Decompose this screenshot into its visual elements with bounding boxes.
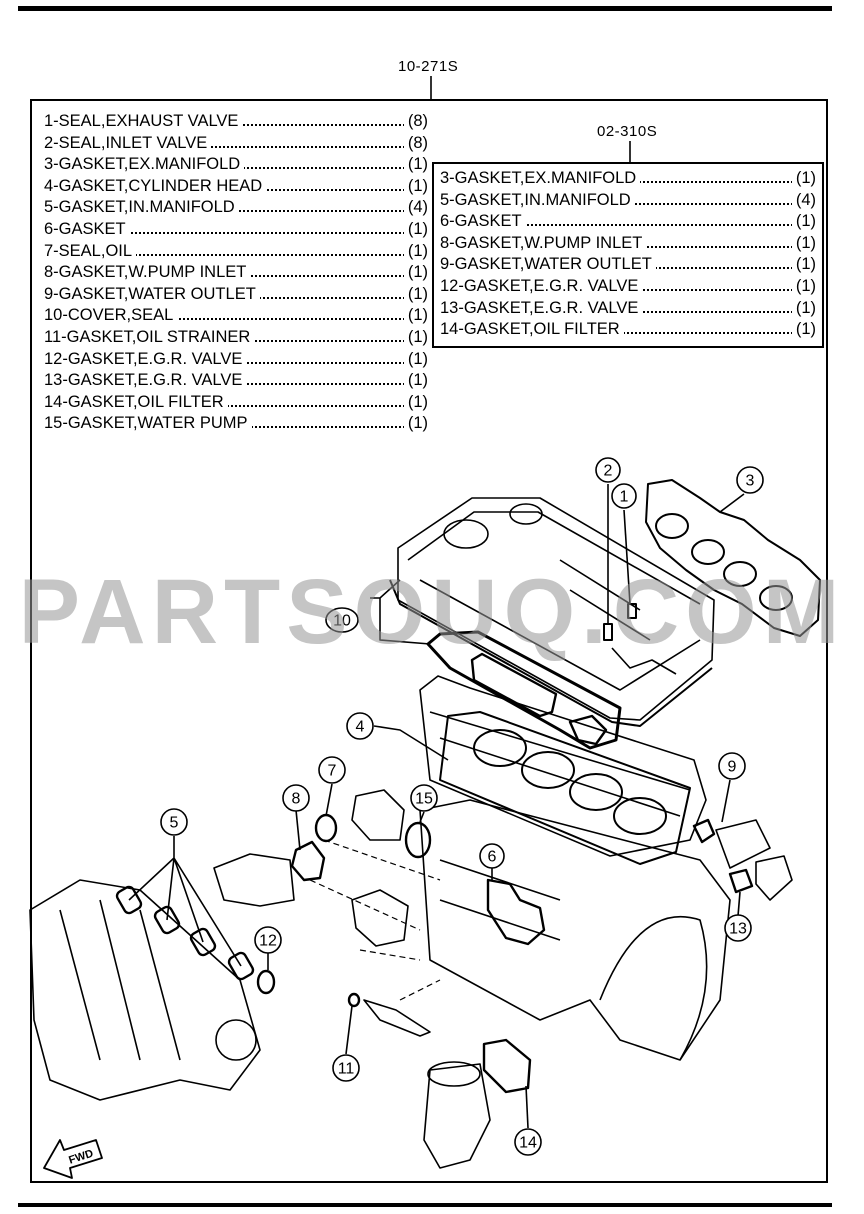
callout-3-circle: [736, 466, 764, 494]
callout-markers: [160, 457, 764, 1156]
list-item: 12-GASKET,E.G.R. VALVE(1): [44, 348, 428, 371]
fwd-arrow-icon: FWD: [43, 1139, 103, 1179]
list-item: 7-SEAL,OIL(1): [44, 240, 428, 263]
sub-parts-list: 3-GASKET,EX.MANIFOLD(1) 5-GASKET,IN.MANI…: [440, 168, 816, 341]
main-kit-frame: [30, 99, 828, 1183]
callout-7-circle: [318, 756, 346, 784]
callout-2: 2: [604, 463, 613, 480]
callout-15: 15: [415, 791, 433, 808]
callout-11-circle: [332, 1054, 360, 1082]
list-item: 13-GASKET,E.G.R. VALVE(1): [44, 370, 428, 392]
head-gasket: [439, 711, 691, 865]
sub-kit-label: 02-310S: [597, 123, 658, 140]
callout-14: 14: [519, 1135, 537, 1152]
intake-manifold-gaskets: [115, 885, 255, 981]
watermark: PARTSOUQ.COM: [18, 561, 846, 663]
callout-14-circle: [514, 1128, 542, 1156]
callout-6-circle: [479, 843, 505, 869]
oil-seal: [314, 813, 338, 843]
bottom-rule: [18, 1203, 832, 1207]
callout-3: 3: [746, 473, 755, 490]
list-item: 5-GASKET,IN.MANIFOLD(4): [44, 197, 428, 219]
list-item: 6-GASKET(1): [44, 218, 428, 241]
callout-15-circle: [410, 784, 438, 812]
list-item: 6-GASKET(1): [440, 211, 816, 233]
valve-cover: [397, 497, 715, 721]
list-item: 4-GASKET,CYLINDER HEAD(1): [44, 175, 428, 198]
main-parts-list: 1-SEAL,EXHAUST VALVE(8) 2-SEAL,INLET VAL…: [44, 111, 428, 435]
callout-1: 1: [620, 489, 629, 506]
callout-6: 6: [488, 849, 497, 866]
water-pump-inlet-gasket: [290, 840, 326, 882]
list-item: 5-GASKET,IN.MANIFOLD(4): [440, 189, 816, 212]
callout-5: 5: [170, 815, 179, 832]
spark-plug-seal: [426, 630, 622, 750]
callout-12: 12: [259, 933, 277, 950]
list-item: 1-SEAL,EXHAUST VALVE(8): [44, 111, 428, 133]
callout-11: 11: [338, 1061, 355, 1078]
callout-13: 13: [729, 921, 747, 938]
callout-8-circle: [282, 784, 310, 812]
main-kit-label: 10-271S: [398, 58, 459, 75]
engine-block: [419, 799, 731, 1061]
callout-4: 4: [356, 719, 365, 736]
callout-8: 8: [292, 791, 301, 808]
top-rule: [18, 6, 832, 11]
list-item: 12-GASKET,E.G.R. VALVE(1): [440, 275, 816, 298]
intake-manifold: [29, 879, 261, 1101]
sub-kit-frame: [432, 162, 824, 348]
list-item: 8-GASKET,W.PUMP INLET(1): [44, 262, 428, 284]
list-item: 14-GASKET,OIL FILTER(1): [44, 391, 428, 414]
list-item: 9-GASKET,WATER OUTLET(1): [44, 283, 428, 306]
list-item: 13-GASKET,E.G.R. VALVE(1): [440, 297, 816, 320]
list-item: 3-GASKET,EX.MANIFOLD(1): [44, 154, 428, 176]
list-item: 8-GASKET,W.PUMP INLET(1): [440, 232, 816, 255]
callout-5-circle: [160, 808, 188, 836]
list-item: 10-COVER,SEAL(1): [44, 305, 428, 327]
callout-4-circle: [346, 712, 374, 740]
callout-9: 9: [728, 759, 737, 776]
list-item: 14-GASKET,OIL FILTER(1): [440, 319, 816, 341]
callout-2-circle: [595, 457, 621, 483]
callout-7: 7: [328, 763, 337, 780]
callout-1-circle: [611, 483, 637, 509]
cover-seal-gasket: [389, 579, 713, 727]
callout-10-circle: [325, 607, 359, 633]
list-item: 15-GASKET,WATER PUMP(1): [44, 413, 428, 435]
cylinder-head: [419, 675, 707, 857]
list-item: 3-GASKET,EX.MANIFOLD(1): [440, 168, 816, 190]
callout-12-circle: [254, 926, 282, 954]
water-pump-gasket: [404, 821, 432, 859]
list-item: 11-GASKET,OIL STRAINER(1): [44, 326, 428, 349]
list-item: 9-GASKET,WATER OUTLET(1): [440, 254, 816, 276]
gasket-6: [486, 878, 546, 946]
exhaust-manifold-gasket: [645, 479, 821, 637]
callout-9-circle: [718, 752, 746, 780]
list-item: 2-SEAL,INLET VALVE(8): [44, 132, 428, 155]
callout-10: 10: [333, 613, 351, 630]
callout-13-circle: [724, 914, 752, 942]
